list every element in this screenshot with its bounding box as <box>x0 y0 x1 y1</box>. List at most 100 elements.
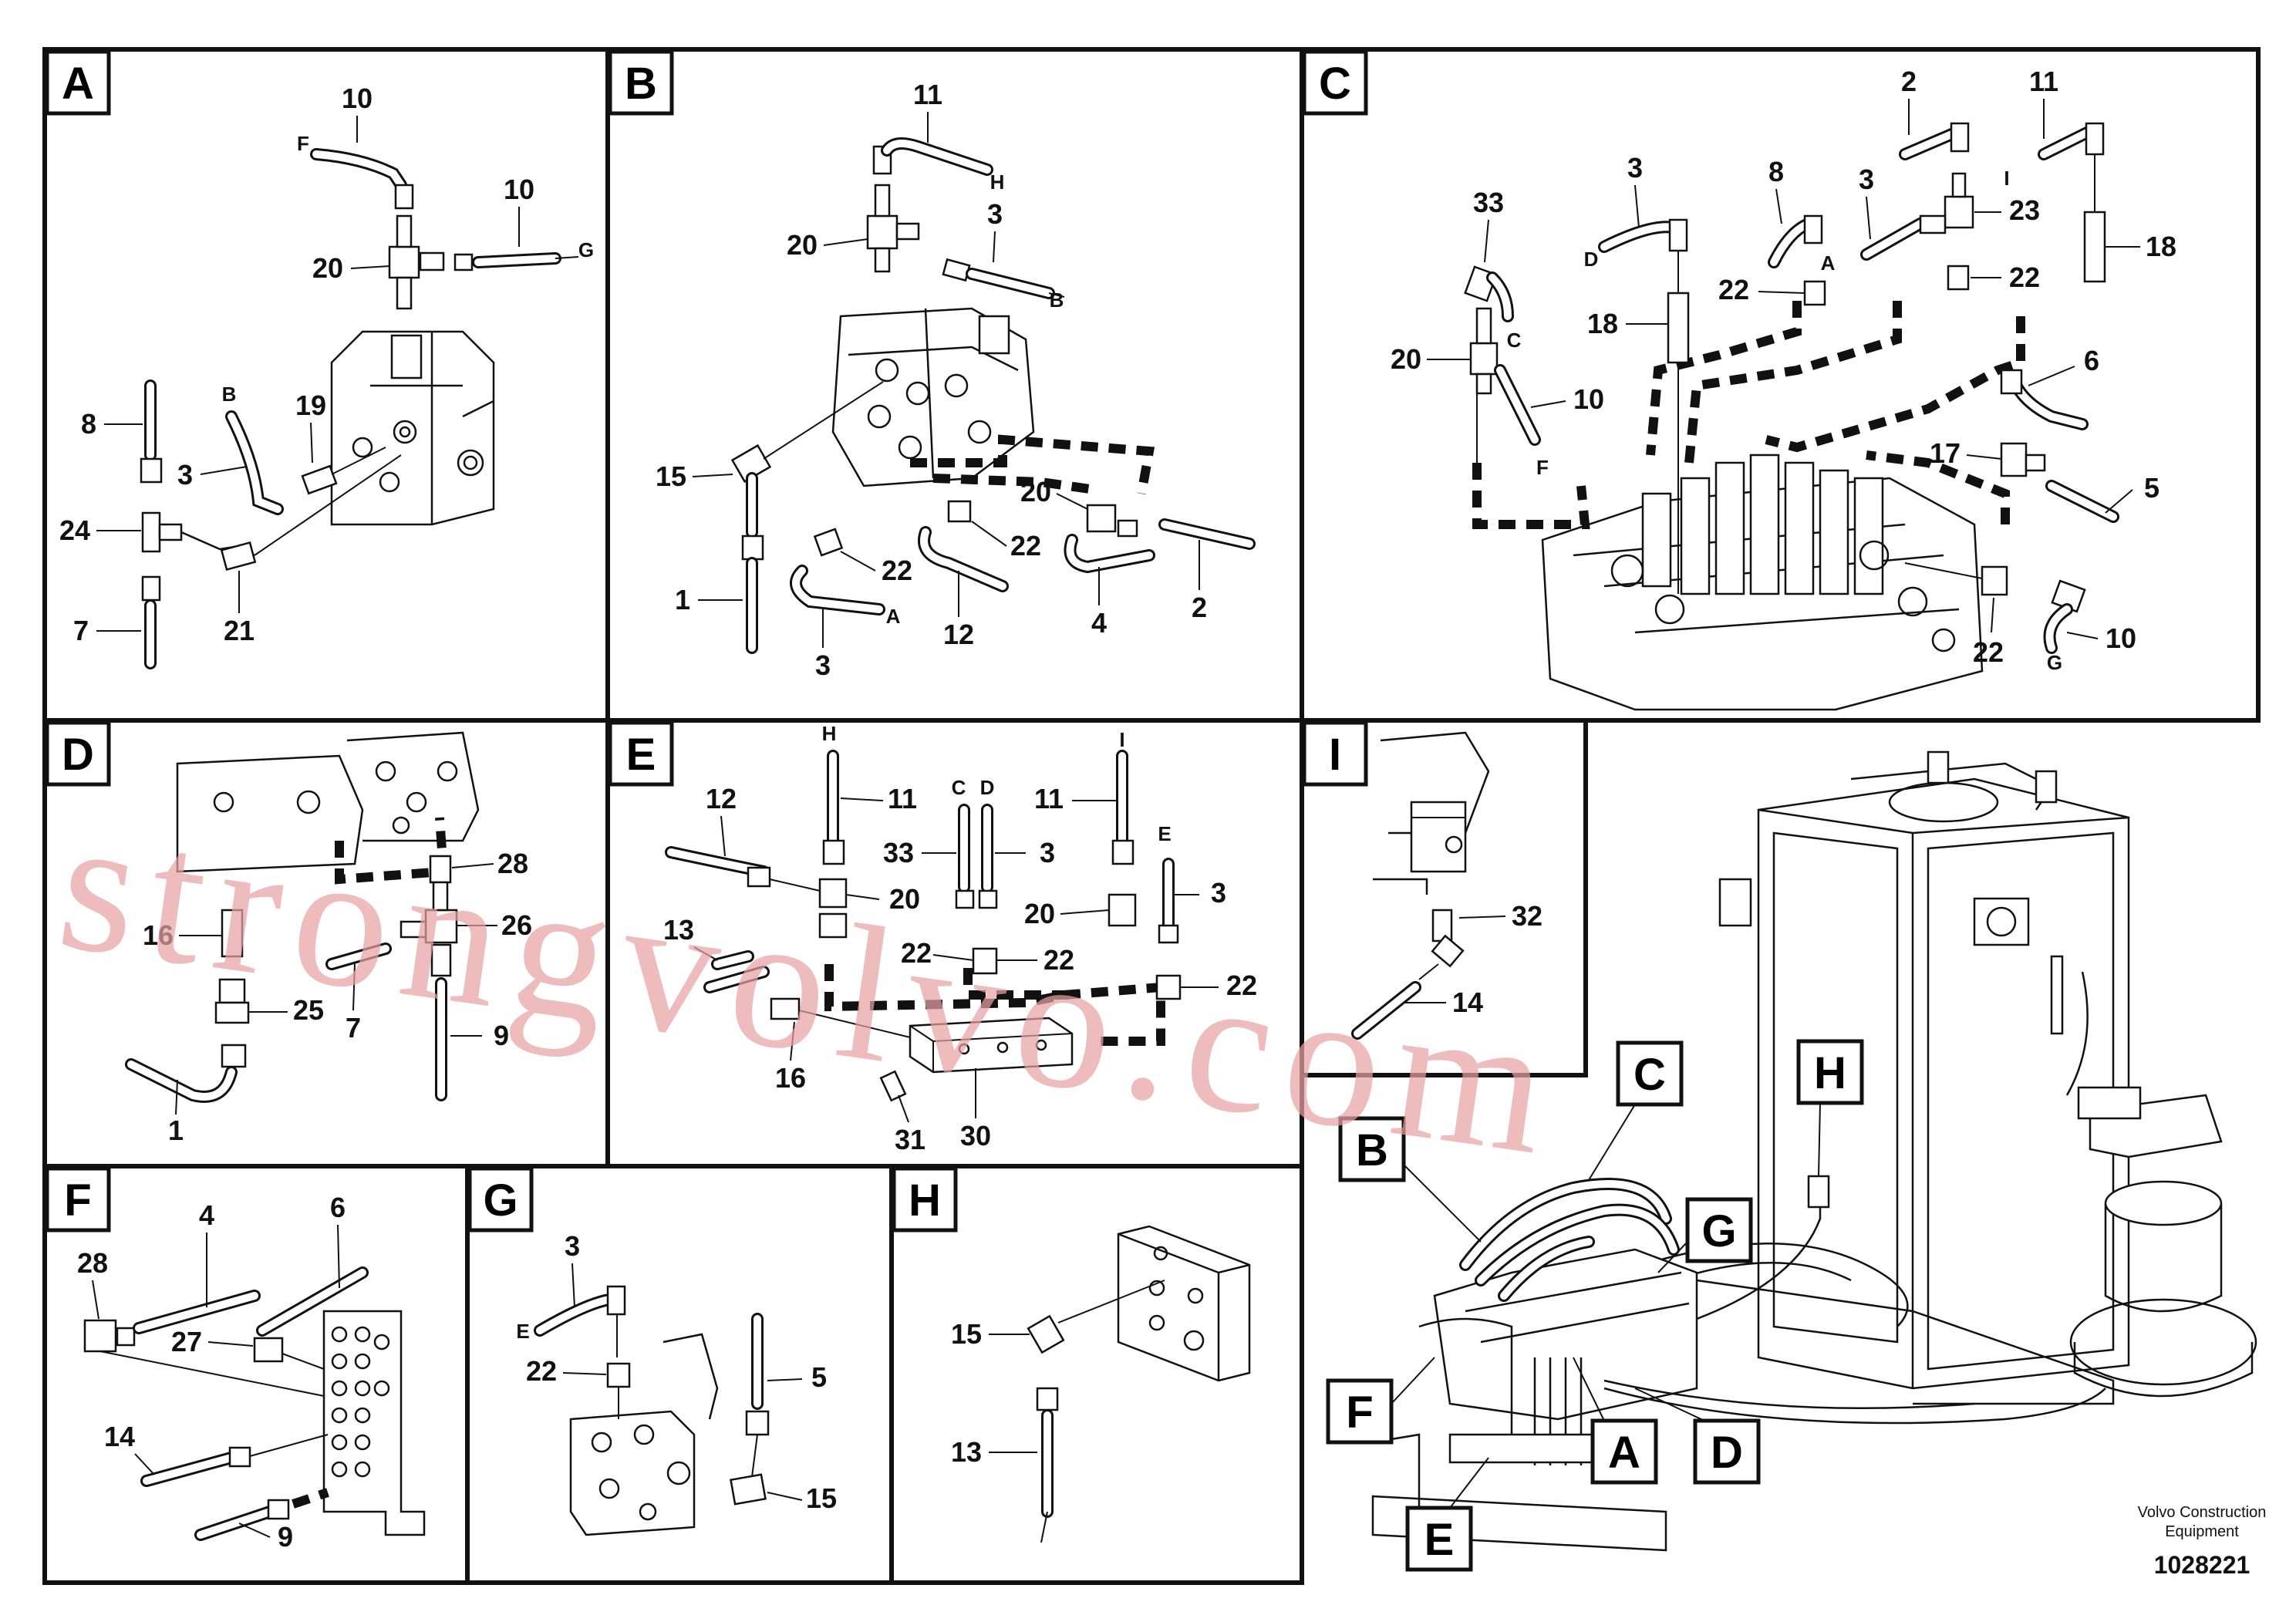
panel-letter-I: I <box>1302 720 1368 787</box>
panel-letter: G <box>1701 1206 1736 1256</box>
part-callout: 10 <box>1573 383 1604 415</box>
part-callout: 8 <box>1768 156 1784 187</box>
panel-letter-G: G <box>467 1166 534 1233</box>
part-callout: 33 <box>1473 187 1504 218</box>
part-callout: 15 <box>656 460 686 492</box>
part-callout: 3 <box>1859 164 1874 195</box>
part-callout: 11 <box>2029 66 2058 97</box>
port-letter: E <box>1158 822 1171 845</box>
part-callout: 3 <box>1040 837 1055 868</box>
part-callout: 22 <box>1010 530 1041 561</box>
part-callout: 12 <box>943 619 974 650</box>
part-callout: 17 <box>1930 437 1961 469</box>
panel-letter-D: D <box>45 720 111 787</box>
panel-B-drawing: 11 H 3 B 20 15 20 22 22 1 3 A 12 4 2 <box>656 79 1256 681</box>
panel-H-drawing: 15 13 <box>951 1225 1251 1543</box>
port-letter: C <box>1507 329 1522 352</box>
part-callout: 11 <box>1034 783 1064 814</box>
part-callout: 28 <box>77 1247 108 1279</box>
part-callout: 9 <box>494 1020 509 1051</box>
part-callout: 6 <box>330 1192 346 1223</box>
part-callout: 15 <box>951 1318 982 1350</box>
overview-label-H: H <box>1796 1039 1864 1177</box>
overview-label-F: F <box>1326 1357 1435 1445</box>
overview-label-B: B <box>1338 1116 1482 1243</box>
part-callout: 20 <box>1391 343 1421 375</box>
part-callout: 22 <box>1718 274 1749 305</box>
part-callout: 24 <box>59 514 90 546</box>
part-callout: 10 <box>2106 622 2136 654</box>
panel-E-drawing: 12 H 11 C D 33 3 I 11 E 3 20 20 13 22 22… <box>663 722 1257 1155</box>
part-callout: 31 <box>895 1124 925 1155</box>
panel-letter: B <box>625 59 657 109</box>
port-letter: I <box>2004 167 2009 190</box>
part-callout: 23 <box>2009 194 2040 226</box>
panel-letter: H <box>909 1175 941 1226</box>
part-callout: 28 <box>497 848 528 879</box>
port-letter: F <box>1536 456 1549 479</box>
part-callout: 18 <box>1587 308 1618 339</box>
part-callout: 3 <box>177 459 193 491</box>
port-letter: G <box>2047 651 2062 674</box>
brand-line-2: Equipment <box>2165 1523 2239 1540</box>
port-letter: C <box>952 776 966 799</box>
part-callout: 15 <box>806 1482 837 1514</box>
part-callout: 20 <box>1024 898 1055 929</box>
part-callout: 7 <box>73 615 89 646</box>
part-callout: 5 <box>811 1361 827 1393</box>
panel-letter: A <box>1608 1428 1640 1478</box>
panel-letter-B: B <box>608 49 674 116</box>
overview-labels: C B G H F A D E <box>1326 1039 1864 1572</box>
port-letter: D <box>1584 248 1599 271</box>
port-letter: E <box>516 1320 529 1343</box>
part-callout: 16 <box>775 1062 806 1094</box>
panel-letter: G <box>483 1175 518 1226</box>
panel-letter-F: F <box>45 1166 111 1233</box>
part-callout: 10 <box>504 174 534 205</box>
port-letter: B <box>1050 288 1064 312</box>
panel-letter: A <box>62 59 94 109</box>
panel-F-drawing: 28 4 6 27 14 9 <box>77 1192 426 1553</box>
panel-letter-A: A <box>45 49 111 116</box>
panel-letter: C <box>1633 1050 1666 1100</box>
part-callout: 1 <box>168 1114 184 1146</box>
part-callout: 11 <box>913 79 942 110</box>
watermark: strongvolvo.com <box>48 775 1573 1197</box>
part-callout: 3 <box>1211 877 1226 909</box>
overview-label-D: D <box>1634 1388 1761 1485</box>
brand-line-1: Volvo Construction <box>2138 1504 2267 1521</box>
part-callout: 20 <box>889 883 920 915</box>
part-callout: 3 <box>1627 152 1643 184</box>
part-callout: 4 <box>1091 607 1107 639</box>
panel-letter: F <box>1346 1388 1373 1438</box>
port-letter: I <box>1119 728 1124 751</box>
panel-C-drawing: 33 3 D 8 2 3 A 11 I 23 22 22 18 18 20 C … <box>1391 66 2176 711</box>
part-callout: 30 <box>960 1120 991 1152</box>
part-callout: 3 <box>565 1230 580 1262</box>
part-callout: 14 <box>1452 986 1483 1018</box>
part-callout: 19 <box>295 389 326 421</box>
part-callout: 13 <box>951 1436 982 1468</box>
part-callout: 25 <box>293 994 324 1026</box>
part-callout: 22 <box>901 937 932 969</box>
port-letter: H <box>822 722 837 745</box>
panel-letter-C: C <box>1302 49 1368 116</box>
part-callout: 11 <box>888 783 917 814</box>
overview-label-E: E <box>1405 1457 1489 1572</box>
panel-letter-H: H <box>892 1166 958 1233</box>
port-letter: G <box>578 238 594 261</box>
part-callout: 22 <box>1043 944 1074 976</box>
part-callout: 5 <box>2144 472 2159 504</box>
panel-A-drawing: 10 10 20 19 8 3 24 21 7 F G B <box>59 83 594 669</box>
overview-label-C: C <box>1588 1040 1684 1181</box>
panel-letter-E: E <box>608 720 674 787</box>
overview-label-A: A <box>1573 1357 1658 1485</box>
part-callout: 3 <box>987 198 1003 230</box>
part-callout: 20 <box>312 252 343 284</box>
part-callout: 10 <box>342 83 373 114</box>
part-callout: 22 <box>1973 636 2004 668</box>
part-callout: 27 <box>171 1326 202 1357</box>
part-callout: 7 <box>346 1012 361 1044</box>
part-callout: 20 <box>787 229 818 261</box>
